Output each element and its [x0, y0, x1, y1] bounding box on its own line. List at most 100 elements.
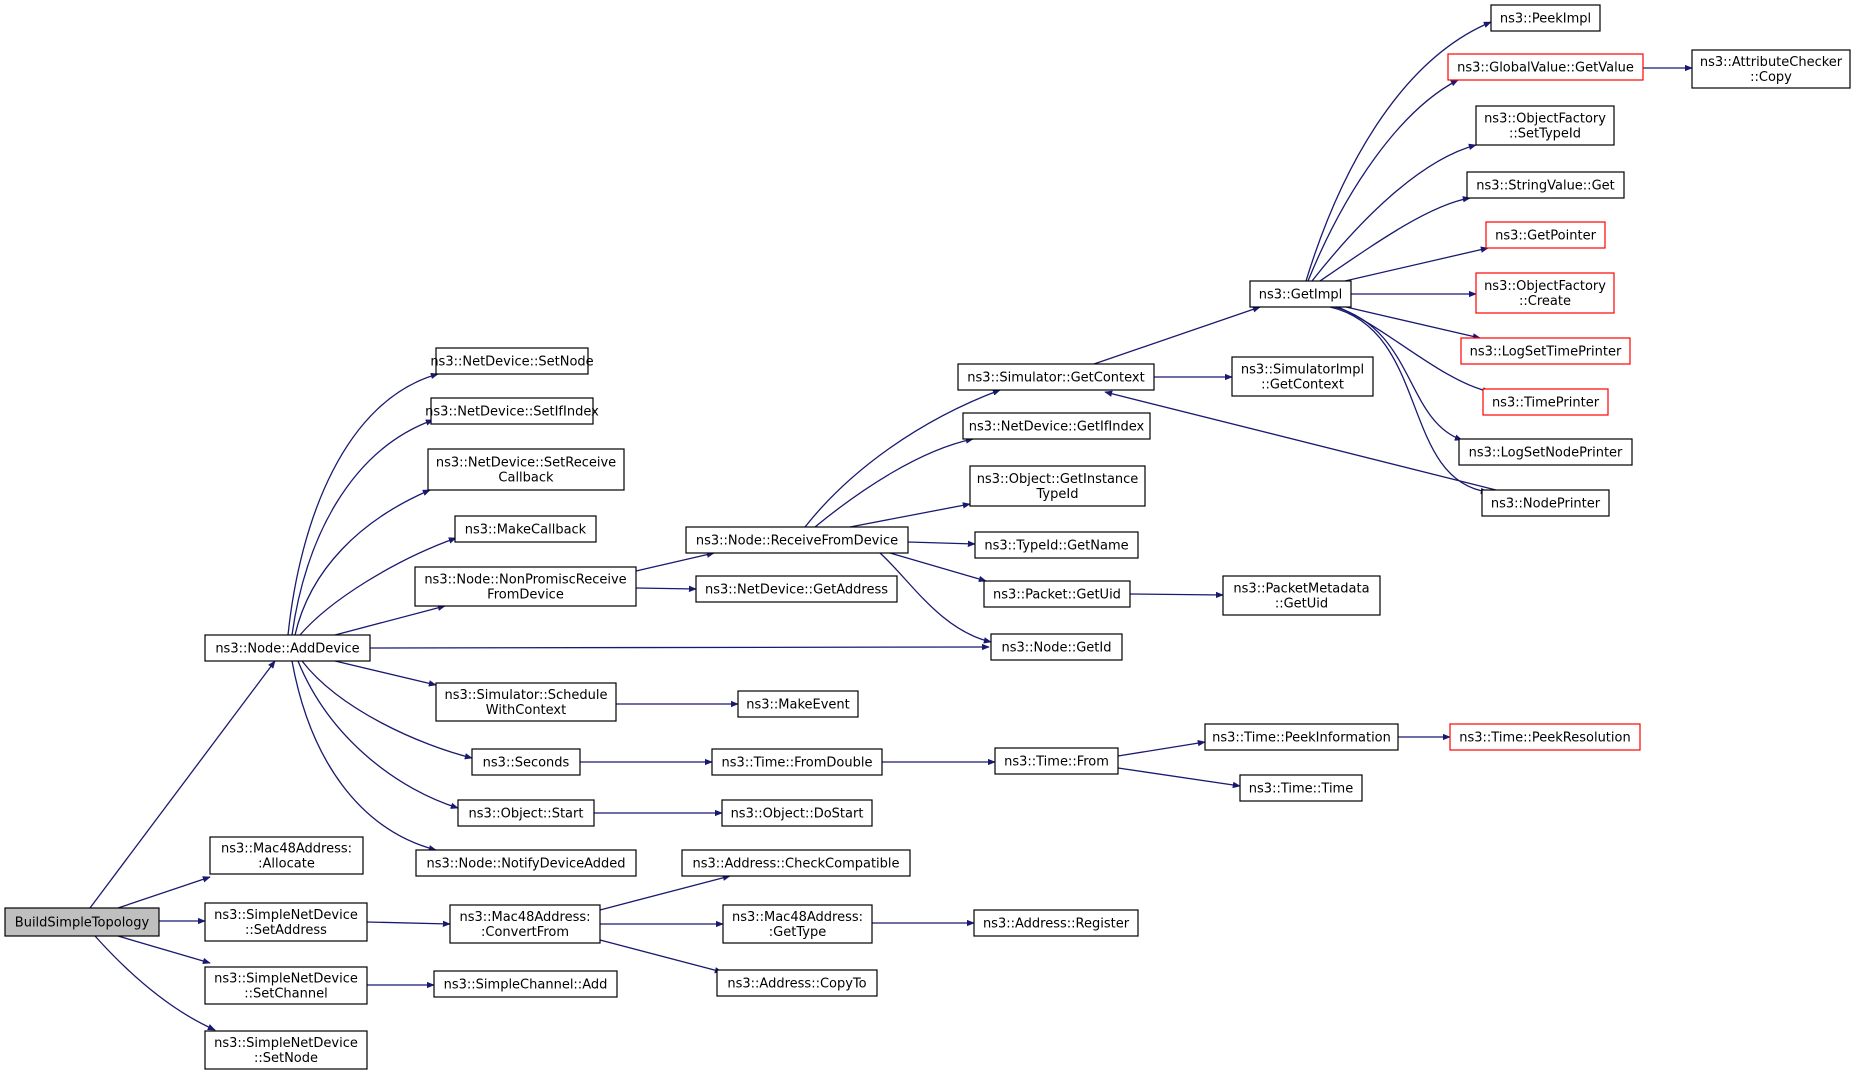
node-box-of_settype[interactable] [1475, 105, 1615, 146]
node-recvfrom[interactable]: ns3::Node::ReceiveFromDevice [685, 526, 909, 554]
node-box-build[interactable] [4, 907, 160, 937]
node-scadd[interactable]: ns3::SimpleChannel::Add [433, 970, 618, 998]
node-box-alloc[interactable] [209, 836, 364, 875]
node-simimpl_ctx[interactable]: ns3::SimulatorImpl::GetContext [1231, 356, 1374, 397]
node-box-checkcompat[interactable] [681, 849, 911, 877]
node-box-makeevent[interactable] [737, 690, 859, 718]
node-box-peekres[interactable] [1449, 723, 1641, 751]
node-build[interactable]: BuildSimpleTopology [4, 907, 160, 937]
node-box-logsetnode[interactable] [1458, 438, 1633, 466]
node-box-getinst[interactable] [969, 465, 1146, 507]
node-notify[interactable]: ns3::Node::NotifyDeviceAdded [415, 849, 637, 877]
node-box-timefrom[interactable] [994, 747, 1119, 775]
node-box-of_create[interactable] [1475, 272, 1615, 314]
node-box-nd_getif[interactable] [962, 412, 1151, 440]
node-peekimpl[interactable]: ns3::PeekImpl [1490, 4, 1601, 32]
node-box-pm_getuid[interactable] [1222, 575, 1381, 616]
node-box-convfrom[interactable] [449, 904, 601, 944]
node-nd_setif[interactable]: ns3::NetDevice::SetIfIndex [425, 397, 599, 425]
node-box-register[interactable] [973, 909, 1139, 937]
node-nd_getaddr[interactable]: ns3::NetDevice::GetAddress [695, 575, 898, 603]
node-gettype[interactable]: ns3::Mac48Address::GetType [722, 904, 873, 944]
node-box-dostart[interactable] [721, 799, 873, 827]
node-box-gv_getval[interactable] [1447, 53, 1644, 81]
node-register[interactable]: ns3::Address::Register [973, 909, 1139, 937]
node-dostart[interactable]: ns3::Object::DoStart [721, 799, 873, 827]
node-nd_getif[interactable]: ns3::NetDevice::GetIfIndex [962, 412, 1151, 440]
node-box-snd_setnode[interactable] [204, 1030, 368, 1070]
node-convfrom[interactable]: ns3::Mac48Address::ConvertFrom [449, 904, 601, 944]
node-adddev[interactable]: ns3::Node::AddDevice [204, 634, 371, 662]
node-getid[interactable]: ns3::Node::GetId [990, 633, 1123, 661]
node-box-simimpl_ctx[interactable] [1231, 356, 1374, 397]
node-box-getimpl[interactable] [1249, 280, 1352, 308]
node-getctx[interactable]: ns3::Simulator::GetContext [957, 363, 1155, 391]
node-nodeprinter[interactable]: ns3::NodePrinter [1481, 489, 1610, 517]
node-box-recvfrom[interactable] [685, 526, 909, 554]
node-box-nodeprinter[interactable] [1481, 489, 1610, 517]
node-getuid[interactable]: ns3::Packet::GetUid [983, 580, 1131, 608]
node-box-nd_setif[interactable] [430, 397, 594, 425]
node-box-nd_getaddr[interactable] [695, 575, 898, 603]
node-alloc[interactable]: ns3::Mac48Address::Allocate [209, 836, 364, 875]
node-box-objstart[interactable] [457, 799, 595, 827]
node-box-scadd[interactable] [433, 970, 618, 998]
node-box-getptr[interactable] [1485, 221, 1606, 249]
node-box-makecb[interactable] [454, 515, 597, 543]
node-box-gettype[interactable] [722, 904, 873, 944]
node-of_settype[interactable]: ns3::ObjectFactory::SetTypeId [1475, 105, 1615, 146]
node-box-copyto[interactable] [716, 969, 878, 997]
node-box-getname[interactable] [974, 531, 1139, 559]
node-box-timetime[interactable] [1239, 774, 1363, 802]
node-box-logsettime[interactable] [1460, 337, 1631, 365]
node-getimpl[interactable]: ns3::GetImpl [1249, 280, 1352, 308]
node-box-peekimpl[interactable] [1490, 4, 1601, 32]
node-box-sv_get[interactable] [1466, 171, 1625, 199]
node-fromdouble[interactable]: ns3::Time::FromDouble [711, 748, 883, 776]
node-sv_get[interactable]: ns3::StringValue::Get [1466, 171, 1625, 199]
node-seconds[interactable]: ns3::Seconds [471, 748, 581, 776]
node-timefrom[interactable]: ns3::Time::From [994, 747, 1119, 775]
node-snd_setchan[interactable]: ns3::SimpleNetDevice::SetChannel [204, 966, 368, 1005]
node-logsetnode[interactable]: ns3::LogSetNodePrinter [1458, 438, 1633, 466]
node-makeevent[interactable]: ns3::MakeEvent [737, 690, 859, 718]
node-of_create[interactable]: ns3::ObjectFactory::Create [1475, 272, 1615, 314]
node-peekinfo[interactable]: ns3::Time::PeekInformation [1204, 723, 1399, 751]
node-box-getctx[interactable] [957, 363, 1155, 391]
node-peekres[interactable]: ns3::Time::PeekResolution [1449, 723, 1641, 751]
node-box-fromdouble[interactable] [711, 748, 883, 776]
node-box-notify[interactable] [415, 849, 637, 877]
node-makecb[interactable]: ns3::MakeCallback [454, 515, 597, 543]
node-box-timeprinter[interactable] [1482, 388, 1609, 416]
node-box-getid[interactable] [990, 633, 1123, 661]
node-snd_setaddr[interactable]: ns3::SimpleNetDevice::SetAddress [204, 902, 368, 942]
node-box-snd_setchan[interactable] [204, 966, 368, 1005]
node-getptr[interactable]: ns3::GetPointer [1485, 221, 1606, 249]
node-box-adddev[interactable] [204, 634, 371, 662]
node-timeprinter[interactable]: ns3::TimePrinter [1482, 388, 1609, 416]
node-box-attrcopy[interactable] [1691, 49, 1851, 89]
node-objstart[interactable]: ns3::Object::Start [457, 799, 595, 827]
node-box-nd_setnode[interactable] [435, 347, 589, 375]
node-gv_getval[interactable]: ns3::GlobalValue::GetValue [1447, 53, 1644, 81]
node-getname[interactable]: ns3::TypeId::GetName [974, 531, 1139, 559]
node-box-snd_setaddr[interactable] [204, 902, 368, 942]
node-logsettime[interactable]: ns3::LogSetTimePrinter [1460, 337, 1631, 365]
node-nd_setnode[interactable]: ns3::NetDevice::SetNode [430, 347, 594, 375]
node-copyto[interactable]: ns3::Address::CopyTo [716, 969, 878, 997]
node-timetime[interactable]: ns3::Time::Time [1239, 774, 1363, 802]
node-box-nd_setrecv[interactable] [427, 448, 625, 491]
node-box-getuid[interactable] [983, 580, 1131, 608]
node-box-seconds[interactable] [471, 748, 581, 776]
node-box-peekinfo[interactable] [1204, 723, 1399, 751]
node-checkcompat[interactable]: ns3::Address::CheckCompatible [681, 849, 911, 877]
node-attrcopy[interactable]: ns3::AttributeChecker::Copy [1691, 49, 1851, 89]
node-snd_setnode[interactable]: ns3::SimpleNetDevice::SetNode [204, 1030, 368, 1070]
node-pm_getuid[interactable]: ns3::PacketMetadata::GetUid [1222, 575, 1381, 616]
node-box-nonpromisc[interactable] [414, 566, 637, 607]
node-box-schedctx[interactable] [435, 682, 617, 722]
